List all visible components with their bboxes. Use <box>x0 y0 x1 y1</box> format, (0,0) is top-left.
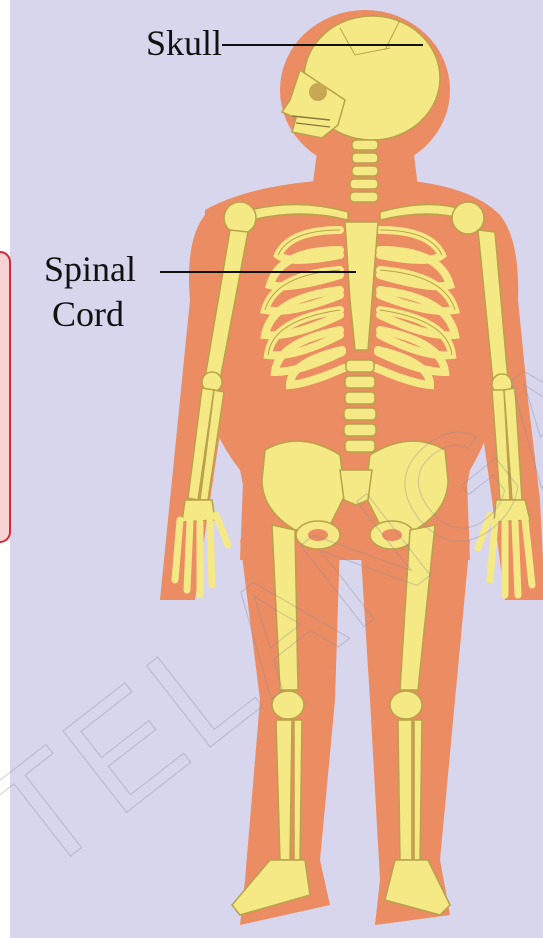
callout-box <box>0 252 10 542</box>
spinal-cord-label-line2: Cord <box>52 294 124 334</box>
skull-label: Skull <box>146 23 222 63</box>
left-shoulder <box>224 202 256 234</box>
spinal-cord-label-line1: Spinal <box>44 249 136 289</box>
right-shoulder <box>452 202 484 234</box>
neck-vertebrae <box>350 140 378 202</box>
